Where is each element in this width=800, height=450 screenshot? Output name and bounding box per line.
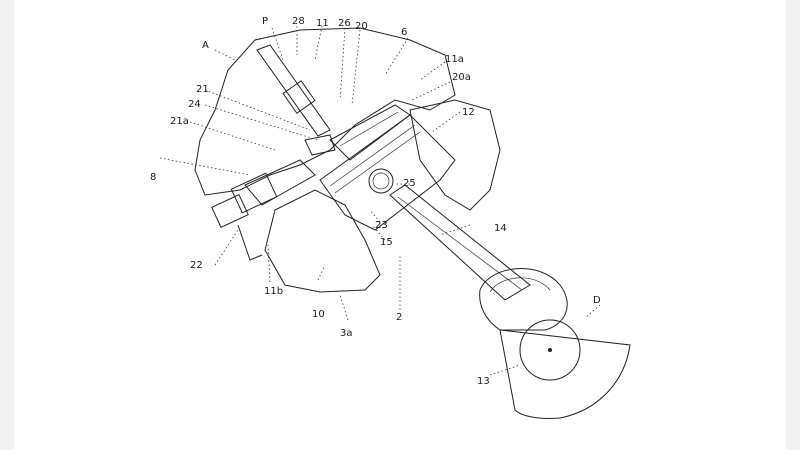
label-28: 28 [292, 16, 305, 27]
injector-body [231, 173, 276, 213]
label-P: P [262, 16, 268, 27]
label-11b: 11b [264, 286, 283, 297]
combustion-chamber [330, 105, 410, 160]
label-24: 24 [188, 99, 201, 110]
label-20a: 20a [452, 72, 471, 83]
block-right-wall [410, 100, 500, 210]
cylinder-head [195, 28, 455, 195]
piston-pin [369, 169, 393, 193]
label-8: 8 [150, 172, 156, 183]
cylinder-block [265, 190, 380, 292]
label-13: 13 [477, 376, 490, 387]
label-20: 20 [355, 21, 368, 32]
label-25: 25 [403, 178, 416, 189]
label-11: 11 [316, 18, 329, 29]
label-12: 12 [462, 107, 475, 118]
injector-connector [212, 195, 248, 228]
spark-plug [257, 45, 330, 136]
crank-counterweight [500, 330, 630, 418]
label-21: 21 [196, 84, 209, 95]
label-14: 14 [494, 223, 507, 234]
label-10: 10 [312, 309, 325, 320]
label-26: 26 [338, 18, 351, 29]
label-A: A [202, 40, 209, 51]
label-3a: 3a [340, 328, 353, 339]
label-22: 22 [190, 260, 203, 271]
label-11a: 11a [445, 54, 464, 65]
label-6: 6 [401, 27, 407, 38]
label-15: 15 [380, 237, 393, 248]
label-2: 2 [396, 312, 402, 323]
valve [305, 135, 335, 155]
label-23: 23 [375, 220, 388, 231]
label-D: D [593, 295, 601, 306]
label-21a: 21a [170, 116, 189, 127]
